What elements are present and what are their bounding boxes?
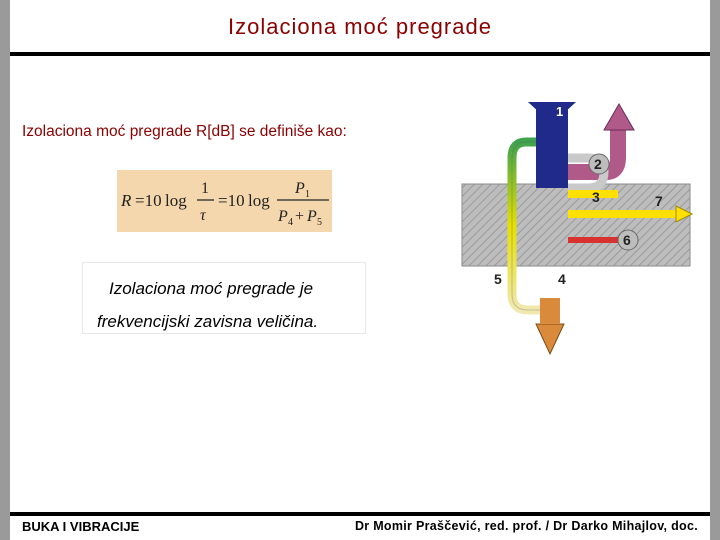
definition-text: Izolaciona moć pregrade R[dB] se definiš… [22, 123, 347, 140]
svg-text:=10: =10 [135, 191, 162, 210]
footer-authors: Dr Momir Praščević, red. prof. / Dr Dark… [354, 519, 698, 533]
left-border [0, 0, 10, 540]
note-line-1: Izolaciona moć pregrade je [109, 279, 314, 298]
slide-title: Izolaciona moć pregrade [228, 14, 492, 39]
footer-divider [10, 512, 710, 516]
svg-text:P: P [306, 208, 317, 225]
svg-text:log: log [165, 191, 187, 210]
footer-course: BUKA I VIBRACIJE [22, 519, 140, 534]
label-7: 7 [655, 193, 663, 209]
label-3: 3 [592, 189, 600, 205]
right-border [710, 0, 720, 540]
svg-text:1: 1 [201, 180, 209, 197]
svg-text:+: + [295, 208, 304, 225]
label-2: 2 [594, 156, 602, 172]
flanking-path-5 [507, 137, 551, 315]
label-6: 6 [623, 232, 631, 248]
label-4: 4 [558, 271, 566, 287]
svg-text:log: log [248, 191, 270, 210]
svg-text:=10: =10 [218, 191, 245, 210]
svg-text:P: P [277, 208, 288, 225]
svg-text:4: 4 [288, 217, 293, 228]
note-line-2: frekvencijski zavisna veličina. [97, 312, 319, 331]
label-1: 1 [556, 104, 563, 119]
formula-graphic: R =10 log 1 τ =10 log P 1 P 4 + P 5 [120, 180, 329, 228]
note-box: Izolaciona moć pregrade je frekvencijski… [82, 262, 366, 334]
svg-text:τ: τ [200, 207, 207, 224]
sound-transmission-diagram: 1 2 3 7 6 5 4 [461, 102, 694, 356]
title-divider [10, 52, 710, 56]
svg-text:5: 5 [317, 217, 322, 228]
svg-text:R: R [120, 191, 132, 210]
formula-box: R =10 log 1 τ =10 log P 1 P 4 + P 5 [117, 170, 332, 232]
transmitted-arrow-4 [535, 323, 565, 356]
svg-text:1: 1 [305, 189, 310, 200]
svg-text:P: P [294, 180, 305, 197]
label-5: 5 [494, 271, 502, 287]
